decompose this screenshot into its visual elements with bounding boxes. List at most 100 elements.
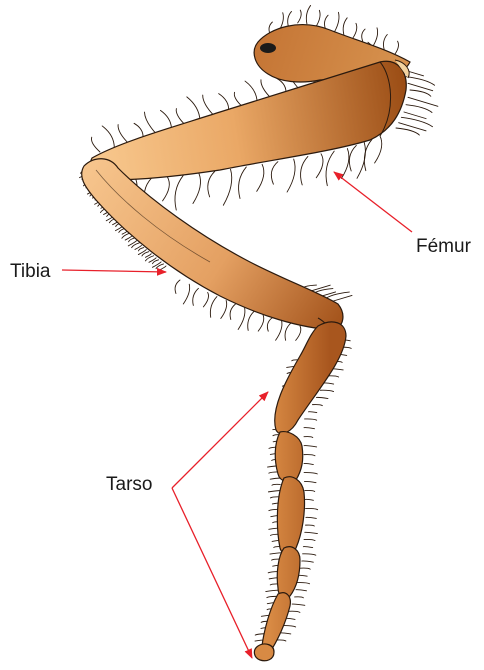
bristle xyxy=(306,517,316,518)
bristle xyxy=(304,481,316,482)
bristle xyxy=(335,12,339,31)
bristle xyxy=(102,126,114,148)
bristle xyxy=(304,539,315,540)
bristle xyxy=(248,312,254,331)
bristle xyxy=(303,547,312,548)
bristle xyxy=(324,383,333,384)
bristle xyxy=(375,136,382,163)
bristle xyxy=(270,553,282,554)
bristle xyxy=(276,320,282,340)
bristle xyxy=(304,455,315,456)
bristle xyxy=(286,618,295,619)
bristle xyxy=(298,10,301,23)
bristle xyxy=(306,5,310,23)
bristle xyxy=(175,176,183,211)
bristle xyxy=(305,499,313,500)
bristle xyxy=(296,590,306,591)
bristle xyxy=(395,41,398,54)
bristle xyxy=(300,568,310,569)
bristle xyxy=(309,412,317,413)
bristle xyxy=(305,532,318,533)
femur-arrow xyxy=(334,172,412,232)
tarso-label: Tarso xyxy=(106,475,152,494)
tarso-arrow-lower xyxy=(172,488,252,658)
bristle xyxy=(128,240,137,245)
bristle xyxy=(328,376,339,377)
bristle xyxy=(230,304,235,319)
bristle xyxy=(193,288,199,305)
bristle xyxy=(316,154,323,178)
bristle xyxy=(245,81,257,103)
bristle xyxy=(304,463,313,464)
bristle xyxy=(208,171,215,197)
bristle xyxy=(325,15,329,29)
femur-segment xyxy=(90,61,406,180)
claw xyxy=(254,644,274,661)
bristle xyxy=(163,177,170,201)
bristle xyxy=(302,561,314,562)
tibia-label: Tibia xyxy=(10,262,50,281)
femur-label: Fémur xyxy=(416,237,471,256)
bristle xyxy=(320,390,333,391)
bristle xyxy=(341,149,349,179)
bristle xyxy=(305,525,314,526)
bristle xyxy=(316,10,320,26)
bristle xyxy=(301,156,308,185)
bristle xyxy=(373,28,377,46)
bristle xyxy=(408,97,438,106)
tarso-arrow-upper xyxy=(172,392,268,488)
bristle xyxy=(270,478,280,479)
bristle xyxy=(203,95,215,116)
bristle xyxy=(362,29,365,41)
bristle xyxy=(160,266,166,270)
bristle xyxy=(175,280,180,294)
tibia-arrow xyxy=(62,270,166,272)
bristle xyxy=(239,167,247,199)
bristle xyxy=(272,484,280,485)
bristle xyxy=(271,162,278,185)
bristle xyxy=(296,326,301,340)
bristle xyxy=(303,554,316,555)
bristle xyxy=(266,590,279,591)
bristle xyxy=(223,169,231,205)
bristle xyxy=(306,508,318,509)
bristle xyxy=(129,238,135,242)
bristle xyxy=(287,159,295,192)
bristle xyxy=(408,83,433,90)
bristle xyxy=(288,11,292,26)
bristle xyxy=(257,164,264,191)
bristle xyxy=(118,125,129,144)
bristle xyxy=(138,248,143,251)
bristle xyxy=(238,308,245,330)
bristle xyxy=(349,145,356,171)
bristle xyxy=(326,151,334,186)
bristle xyxy=(304,473,317,474)
bristle xyxy=(152,262,161,267)
bristle xyxy=(187,97,200,121)
bristle xyxy=(258,315,264,331)
tarsomere-3 xyxy=(277,477,304,554)
bristle xyxy=(203,292,208,306)
bristle xyxy=(305,490,315,491)
bristle xyxy=(282,626,295,627)
bristle xyxy=(221,300,227,318)
bristle xyxy=(383,34,387,49)
bristle xyxy=(304,446,317,447)
bristle xyxy=(210,297,217,318)
bristle xyxy=(144,112,157,135)
bristle xyxy=(268,491,280,492)
bristle xyxy=(183,284,189,304)
bristle xyxy=(304,437,313,438)
bristle xyxy=(289,611,300,612)
bristle xyxy=(295,597,304,598)
bristle xyxy=(343,18,347,35)
bristle xyxy=(316,397,328,398)
bristle xyxy=(305,419,317,420)
bristle xyxy=(396,128,419,135)
bristle xyxy=(406,105,432,113)
bristle xyxy=(138,250,146,255)
tarsus-segments xyxy=(254,322,346,661)
bristle xyxy=(292,604,305,605)
